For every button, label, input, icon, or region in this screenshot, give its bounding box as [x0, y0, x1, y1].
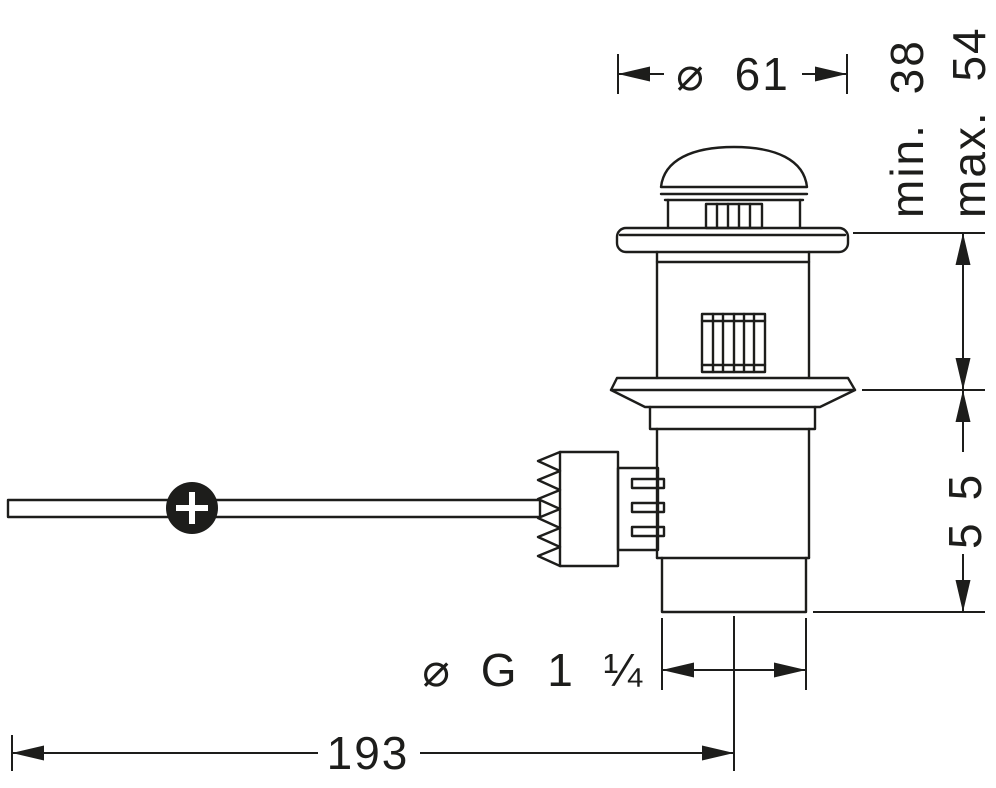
dim-label-diameter-61: ⌀ 61 — [676, 48, 790, 100]
pivot-screw — [166, 482, 218, 534]
coupling-nut-body — [558, 450, 620, 568]
coupling-nut-serrations — [536, 450, 562, 568]
pivot-housing — [616, 466, 660, 552]
bottom-flange — [609, 376, 857, 409]
valve-outline — [6, 145, 857, 614]
dim-label-min-38: min. 38 — [881, 39, 933, 218]
lever-rod — [6, 498, 542, 519]
arrowhead-right — [774, 662, 806, 678]
arrowhead-left — [618, 66, 650, 82]
arrowhead-up — [955, 390, 971, 422]
linkage-pin — [630, 525, 666, 538]
dim-label-193: 193 — [327, 727, 410, 779]
arrowhead-down — [955, 358, 971, 390]
arrowhead-right — [702, 745, 734, 761]
dim-label-55: 55 — [939, 452, 991, 549]
label-mask — [941, 452, 985, 554]
plug-stem-splines — [704, 202, 764, 230]
arrowhead-down — [955, 580, 971, 612]
linkage-pin — [630, 501, 666, 514]
label-mask — [318, 729, 420, 777]
outlet-tailpipe — [660, 556, 808, 614]
arrowhead-left — [12, 745, 44, 761]
plug-cap-dome — [659, 145, 809, 189]
arrowhead-up — [955, 233, 971, 265]
label-mask — [664, 48, 802, 100]
linkage-pin — [630, 477, 666, 490]
top-flange — [615, 226, 850, 254]
arrowhead-left — [662, 662, 694, 678]
dim-label-thread-g114: ⌀ G 1 ¼ — [422, 644, 644, 696]
dim-label-max-54: max. 54 — [943, 26, 995, 218]
dimension-labels: ⌀ 61 min. 38 max. 54 55 ⌀ G 1 ¼ 193 — [318, 26, 995, 779]
arrowhead-right — [815, 66, 847, 82]
lower-body-collar — [648, 405, 817, 431]
